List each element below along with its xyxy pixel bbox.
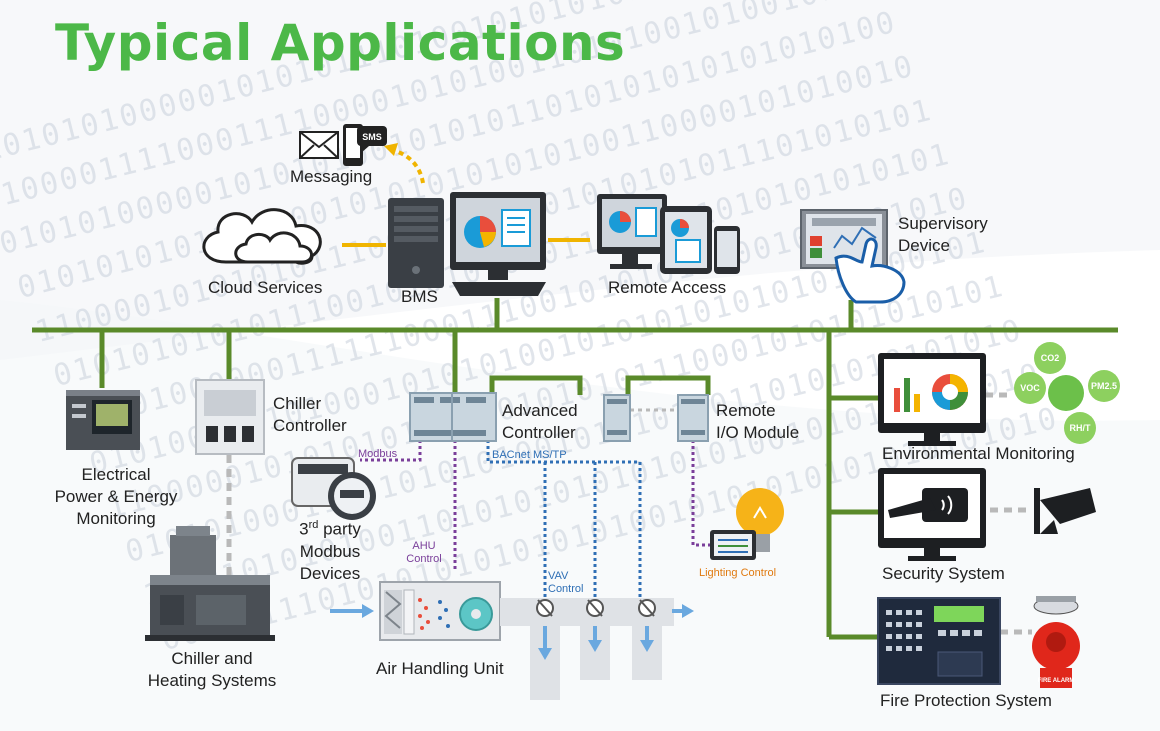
cloud-services-label: Cloud Services	[208, 278, 323, 297]
ahu-control-line2: Control	[406, 553, 442, 565]
supervisory-device-label: Supervisory Device	[898, 213, 988, 257]
remote-io-module-icon	[603, 394, 709, 442]
sms-label: SMS	[362, 132, 382, 142]
bacnet-links	[486, 440, 642, 605]
chiller-controller-label: Chiller Controller	[273, 393, 347, 437]
messaging-label: Messaging	[290, 167, 373, 186]
third-party-ordinal: 3	[299, 519, 309, 539]
third-party-word: party	[318, 519, 361, 539]
advanced-controller-label: Advanced Controller	[502, 400, 578, 444]
vav-damper-icons	[536, 599, 656, 617]
energy-meter-icon	[291, 457, 376, 520]
fire-bell-icon: FIRE ALARM	[1032, 622, 1080, 688]
third-party-modbus-label: 3rd party Modbus Devices	[280, 514, 380, 585]
ahu-control-label: AHU Control	[404, 540, 444, 566]
tablet-icon	[660, 206, 712, 274]
rh-badge-label: RH/T	[1070, 423, 1091, 433]
lighting-panel-icon	[710, 530, 756, 560]
air-handling-unit-label: Air Handling Unit	[376, 659, 504, 678]
page-title: Typical Applications	[55, 14, 626, 72]
modbus-links	[360, 440, 710, 572]
chiller-controller-label-line1: Chiller	[273, 394, 322, 413]
smoke-detector-icon	[1033, 596, 1079, 615]
remote-access-label: Remote Access	[608, 278, 727, 297]
supervisory-label-line1: Supervisory	[898, 214, 988, 233]
third-party-label-line3: Devices	[299, 563, 361, 583]
chiller-unit-icon	[145, 526, 275, 641]
bms-label: BMS	[401, 287, 438, 306]
chiller-controller-icon	[195, 379, 265, 455]
security-monitor-icon	[878, 468, 986, 561]
chiller-controller-label-line2: Controller	[273, 416, 347, 435]
remote-io-label: Remote I/O Module	[716, 400, 799, 444]
chiller-heating-label: Chiller and Heating Systems	[132, 648, 292, 692]
bms-monitor-icon	[450, 192, 546, 296]
sms-bubble-icon: SMS	[357, 126, 387, 153]
cloud-icon	[202, 208, 322, 265]
chiller-heating-label-line2: Heating Systems	[147, 671, 277, 690]
remote-monitor-icon	[597, 194, 667, 269]
security-system-label: Security System	[882, 564, 1005, 583]
vav-control-line2: Control	[548, 583, 584, 595]
bms-server-icon	[388, 198, 444, 288]
remote-io-label-line1: Remote	[716, 401, 776, 420]
main-bus	[32, 298, 1118, 640]
local-links	[226, 392, 1032, 635]
messaging-arrow-head	[384, 143, 398, 156]
smartphone-icon	[714, 226, 740, 274]
remote-io-label-line2: I/O Module	[716, 423, 800, 442]
fire-alarm-label: FIRE ALARM	[1038, 678, 1075, 684]
security-camera-icon	[1034, 488, 1096, 534]
vav-control-label: VAV Control	[548, 570, 583, 596]
ahu-control-line1: AHU	[412, 540, 436, 552]
fire-protection-label: Fire Protection System	[880, 691, 1052, 710]
supervisory-label-line2: Device	[898, 236, 950, 255]
pm-badge-label: PM2.5	[1091, 381, 1117, 391]
envelope-icon	[299, 131, 339, 159]
lighting-control-label: Lighting Control	[699, 567, 777, 579]
air-quality-badges: CO2 VOC PM2.5 RH/T	[1014, 342, 1120, 444]
touch-hand-icon	[834, 237, 906, 304]
electrical-label-line1: Electrical	[81, 465, 151, 484]
chiller-heating-label-line1: Chiller and	[171, 649, 253, 668]
modbus-link-label: Modbus	[358, 448, 398, 460]
vav-control-line1: VAV	[548, 570, 569, 582]
third-party-label-line2: Modbus	[299, 541, 361, 561]
bacnet-link-label: BACnet MS/TP	[492, 449, 567, 461]
environmental-monitoring-label: Environmental Monitoring	[882, 444, 1075, 463]
air-handling-unit-icon	[379, 581, 501, 641]
electrical-label-line3: Monitoring	[76, 509, 156, 528]
electrical-label-line2: Power & Energy	[54, 487, 178, 506]
third-party-ordinal-suffix: rd	[308, 519, 319, 531]
electrical-label: Electrical Power & Energy Monitoring	[46, 464, 186, 530]
power-meter-icon	[66, 390, 140, 450]
fire-panel-icon	[877, 597, 1001, 685]
co2-badge-label: CO2	[1041, 353, 1060, 363]
advanced-controller-label-line1: Advanced	[502, 401, 578, 420]
advanced-controller-icon	[409, 392, 497, 442]
airflow-arrows	[330, 604, 694, 660]
voc-badge-label: VOC	[1020, 383, 1040, 393]
ethernet-links	[342, 148, 590, 247]
third-party-label-line1: 3rd party	[280, 514, 380, 541]
advanced-controller-label-line2: Controller	[502, 423, 576, 442]
environmental-monitor-icon	[878, 353, 986, 446]
